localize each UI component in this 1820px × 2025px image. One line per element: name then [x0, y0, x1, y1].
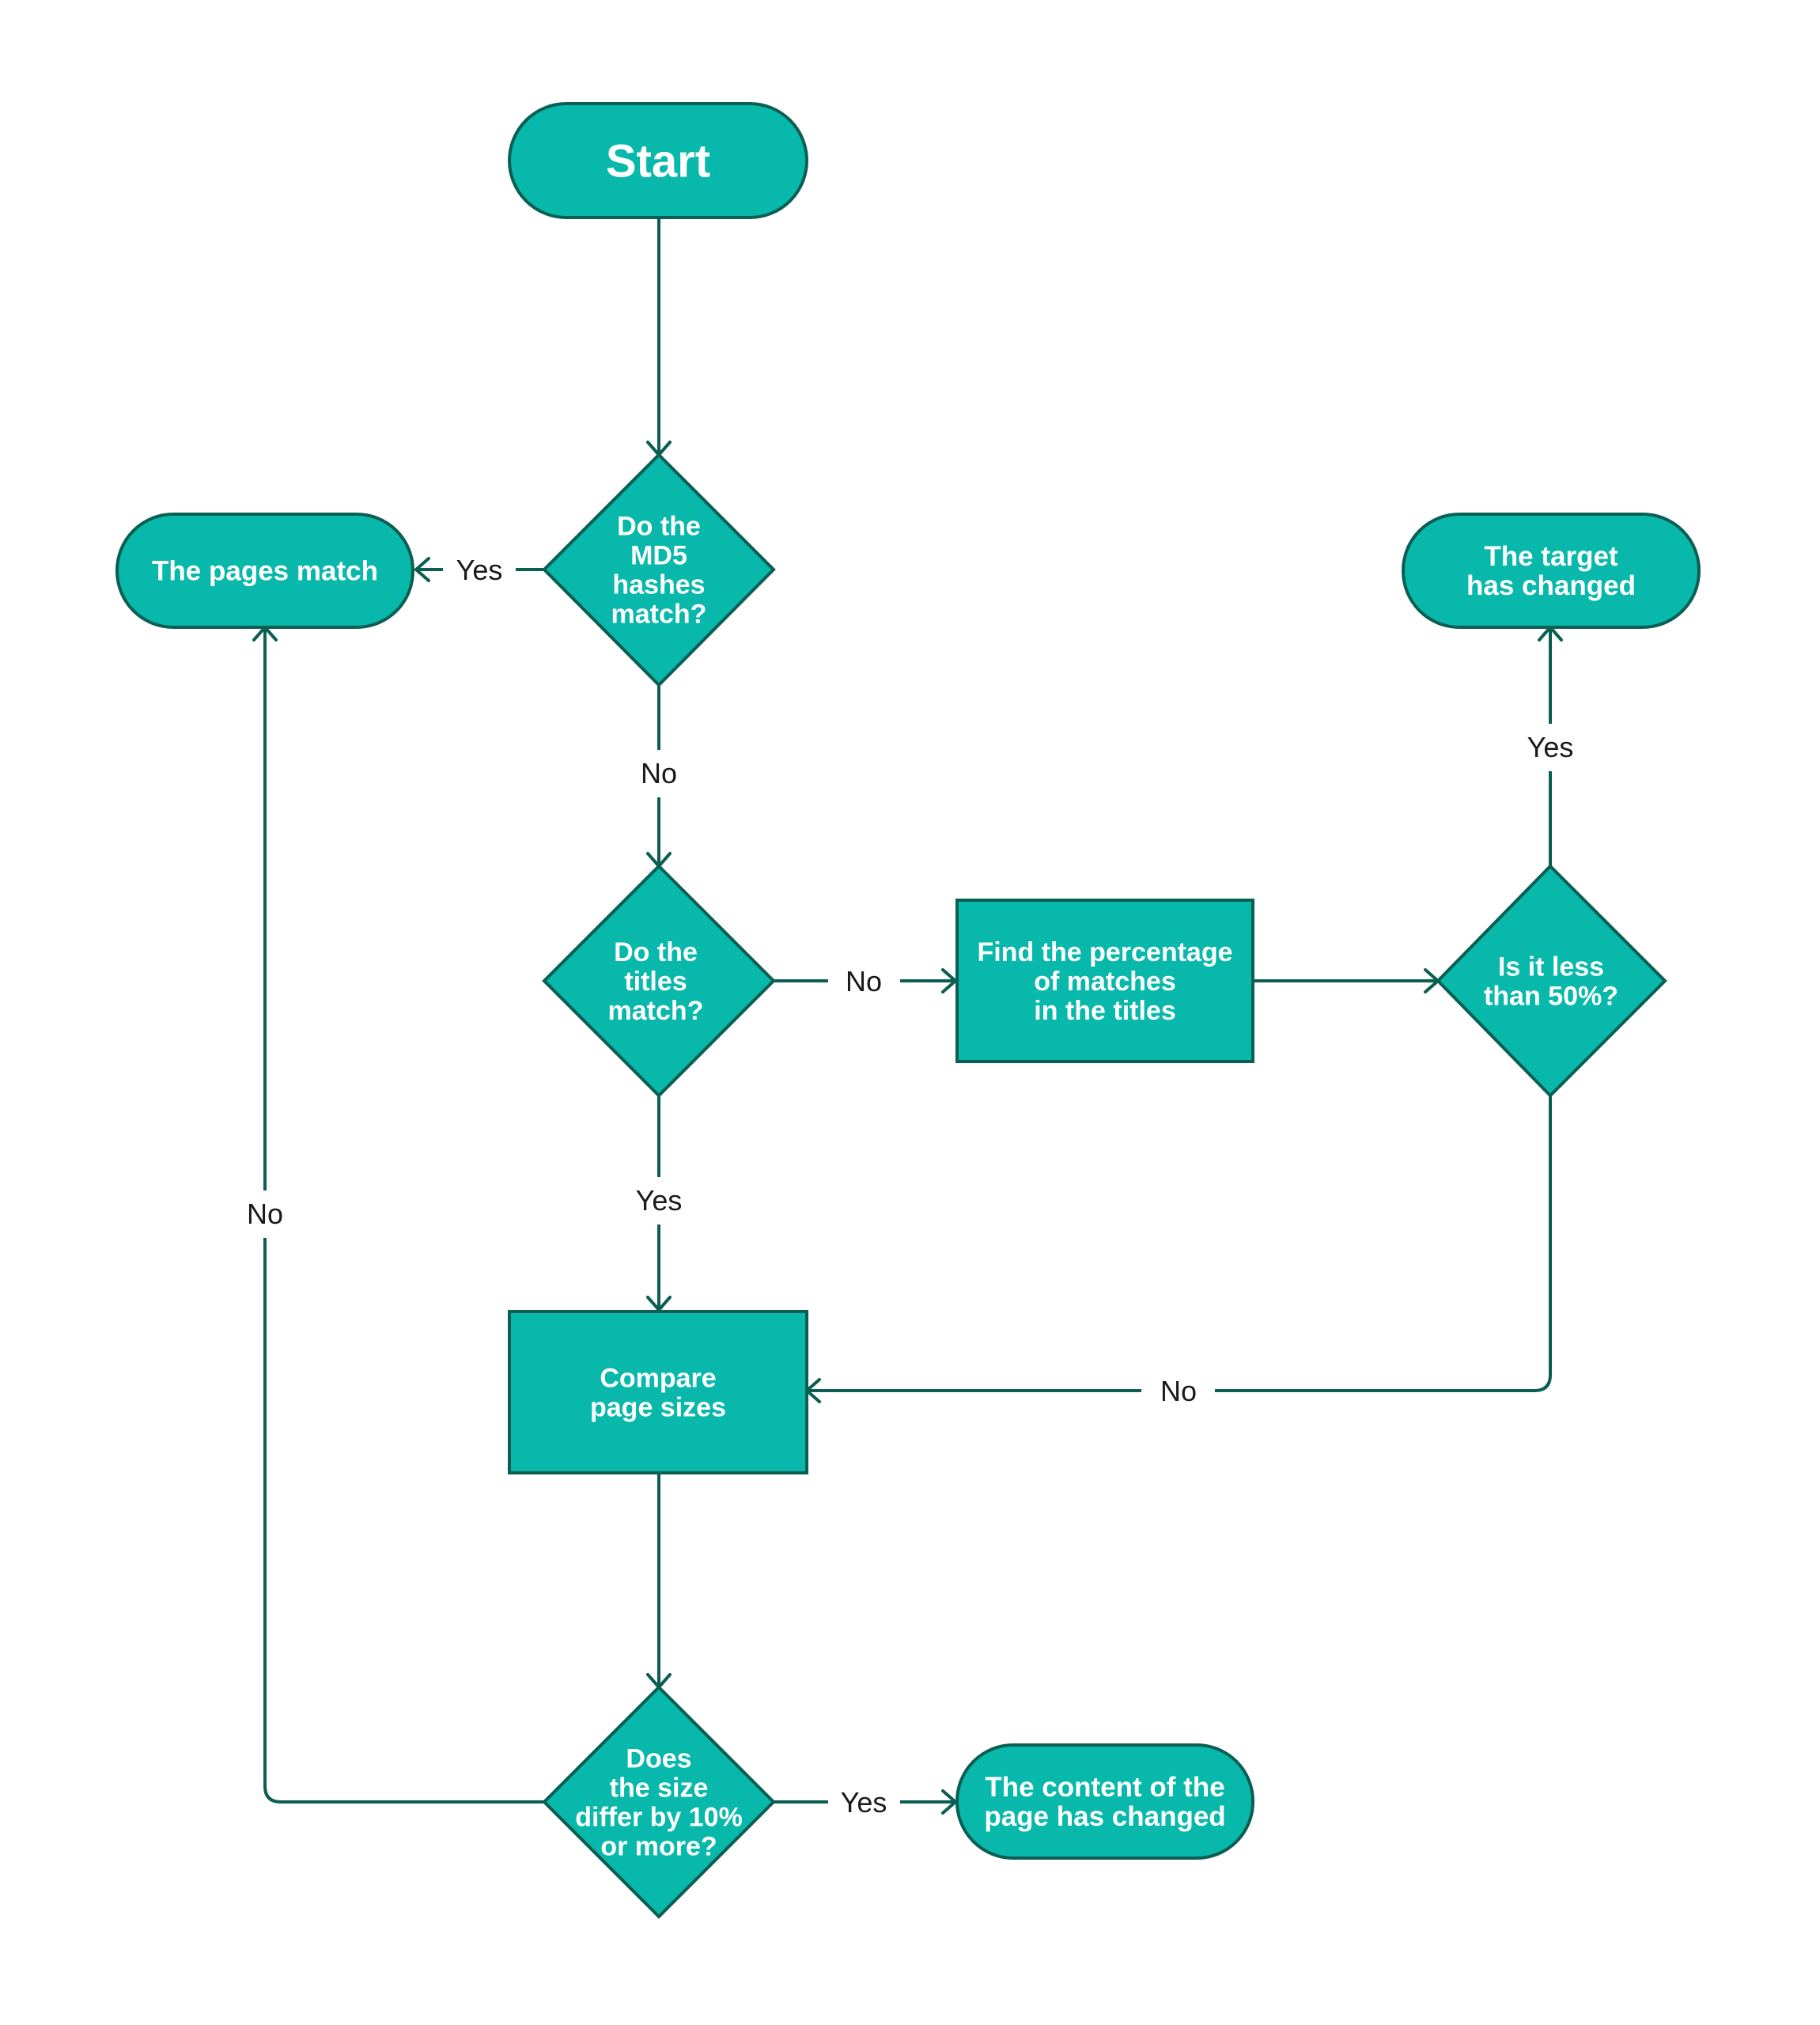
- node-label-line: Do the: [617, 511, 701, 541]
- label-md5-no: No: [641, 757, 677, 789]
- pages-match-label: The pages match: [152, 555, 378, 586]
- label-less50-no: No: [1160, 1375, 1197, 1407]
- find-percentage-box: [955, 899, 1254, 1063]
- label-titles-yes: Yes: [636, 1184, 683, 1217]
- titles-decision-diamond: [542, 864, 776, 1098]
- label-size-yes: Yes: [841, 1786, 887, 1819]
- node-label-line: Is it less: [1498, 952, 1604, 982]
- label-size-no: No: [247, 1198, 283, 1230]
- node-label-line: differ by 10%: [575, 1802, 743, 1832]
- start-label: Start: [606, 135, 710, 187]
- size-decision-diamond: [542, 1685, 776, 1919]
- pages-match-node: The pages match: [115, 513, 414, 629]
- node-label-line: of matches: [1034, 967, 1176, 997]
- node-label-line: page sizes: [590, 1392, 726, 1422]
- node-label-line: Find the percentage: [977, 937, 1232, 967]
- edge-size-no-seg1: [263, 1238, 544, 1804]
- arrowhead-pages-match-in-right: [414, 557, 430, 582]
- node-label-line: MD5: [630, 540, 687, 570]
- label-less50-yes: Yes: [1527, 731, 1574, 763]
- node-label-line: the size: [610, 1773, 709, 1803]
- start-terminator-shape: [508, 102, 808, 219]
- node-label-line: The target: [1484, 541, 1618, 572]
- node-label-line: Compare: [600, 1363, 716, 1393]
- label-md5-yes: Yes: [456, 554, 503, 586]
- node-label-line: Do the: [614, 937, 698, 967]
- pages-match-terminator-shape: [115, 513, 414, 629]
- node-label-line: Does: [626, 1743, 691, 1773]
- node-label-line: match?: [608, 996, 704, 1026]
- edge-less50-no-seg1: [1215, 1096, 1552, 1392]
- node-label-line: has changed: [1466, 570, 1636, 601]
- start-node: Start: [508, 102, 808, 219]
- node-label-line: Start: [606, 135, 710, 187]
- node-label-line: The pages match: [152, 555, 378, 586]
- node-label-line: titles: [624, 967, 687, 997]
- target-changed-terminator-shape: [1402, 513, 1701, 629]
- node-label-line: than 50%?: [1484, 981, 1618, 1011]
- node-label-line: hashes: [612, 570, 705, 600]
- node-label-line: The content of the: [985, 1772, 1224, 1803]
- node-label-line: or more?: [600, 1831, 717, 1861]
- node-label-line: page has changed: [984, 1801, 1225, 1832]
- label-titles-no: No: [846, 965, 882, 997]
- node-label-line: match?: [611, 599, 707, 629]
- less-50-decision-diamond: [1436, 864, 1667, 1098]
- md5-decision-diamond: [542, 452, 776, 687]
- content-changed-terminator-shape: [955, 1743, 1254, 1860]
- compare-sizes-box: [508, 1310, 808, 1474]
- node-label-line: in the titles: [1034, 996, 1175, 1026]
